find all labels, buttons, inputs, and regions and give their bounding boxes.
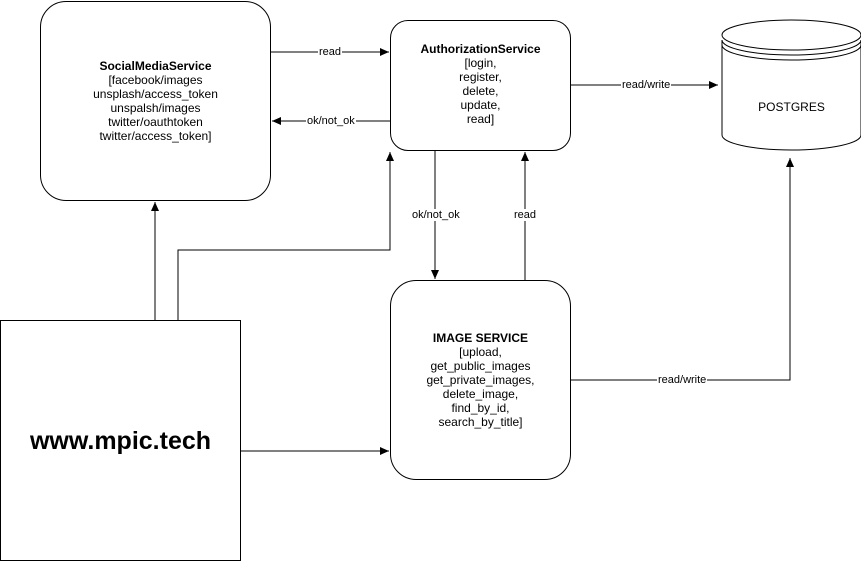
authorization-service-node[interactable]: AuthorizationService [login, register, d… bbox=[390, 20, 571, 151]
image-service-node[interactable]: IMAGE SERVICE [upload, get_public_images… bbox=[390, 280, 571, 480]
image-endpoint-line: search_by_title] bbox=[438, 415, 523, 429]
image-endpoint-line: find_by_id, bbox=[451, 401, 510, 415]
edge-label-auth-to-image: ok/not_ok bbox=[411, 209, 461, 221]
social-endpoint-line: twitter/oauthtoken bbox=[108, 115, 203, 129]
image-endpoint-line: get_private_images, bbox=[426, 373, 535, 387]
social-media-service-node[interactable]: SocialMediaService [facebook/images unsp… bbox=[40, 1, 271, 201]
social-media-service-title: SocialMediaService bbox=[99, 59, 212, 73]
image-endpoint-line: delete_image, bbox=[442, 387, 519, 401]
image-service-title: IMAGE SERVICE bbox=[432, 331, 529, 345]
authorization-service-title: AuthorizationService bbox=[420, 42, 541, 56]
auth-endpoint-line: update, bbox=[460, 98, 501, 112]
image-endpoint-line: get_public_images bbox=[430, 359, 531, 373]
postgres-label: POSTGRES bbox=[758, 100, 825, 114]
auth-endpoint-line: read] bbox=[466, 112, 495, 126]
image-endpoint-line: [upload, bbox=[459, 345, 502, 359]
edge-label-auth-to-db: read/write bbox=[621, 79, 672, 91]
edge-label-image-to-auth: read bbox=[513, 209, 538, 221]
social-endpoint-line: twitter/access_token] bbox=[99, 129, 212, 143]
social-endpoint-line: unspalsh/images bbox=[110, 101, 201, 115]
social-endpoint-line: [facebook/images bbox=[108, 73, 203, 87]
social-endpoint-line: unsplash/access_token bbox=[93, 87, 218, 101]
edge-web-to-auth bbox=[177, 152, 394, 320]
edge-label-image-to-db: read/write bbox=[657, 374, 708, 386]
edge-label-social-to-auth: read bbox=[318, 46, 343, 58]
postgres-database-icon bbox=[721, 19, 861, 151]
edge-image-to-db bbox=[570, 158, 794, 381]
edge-label-auth-to-social: ok/not_ok bbox=[306, 115, 356, 127]
auth-endpoint-line: register, bbox=[459, 70, 502, 84]
web-app-label: www.mpic.tech bbox=[29, 426, 212, 455]
web-app-node[interactable]: www.mpic.tech bbox=[0, 320, 241, 561]
auth-endpoint-line: [login, bbox=[464, 56, 497, 70]
auth-endpoint-line: delete, bbox=[462, 84, 499, 98]
